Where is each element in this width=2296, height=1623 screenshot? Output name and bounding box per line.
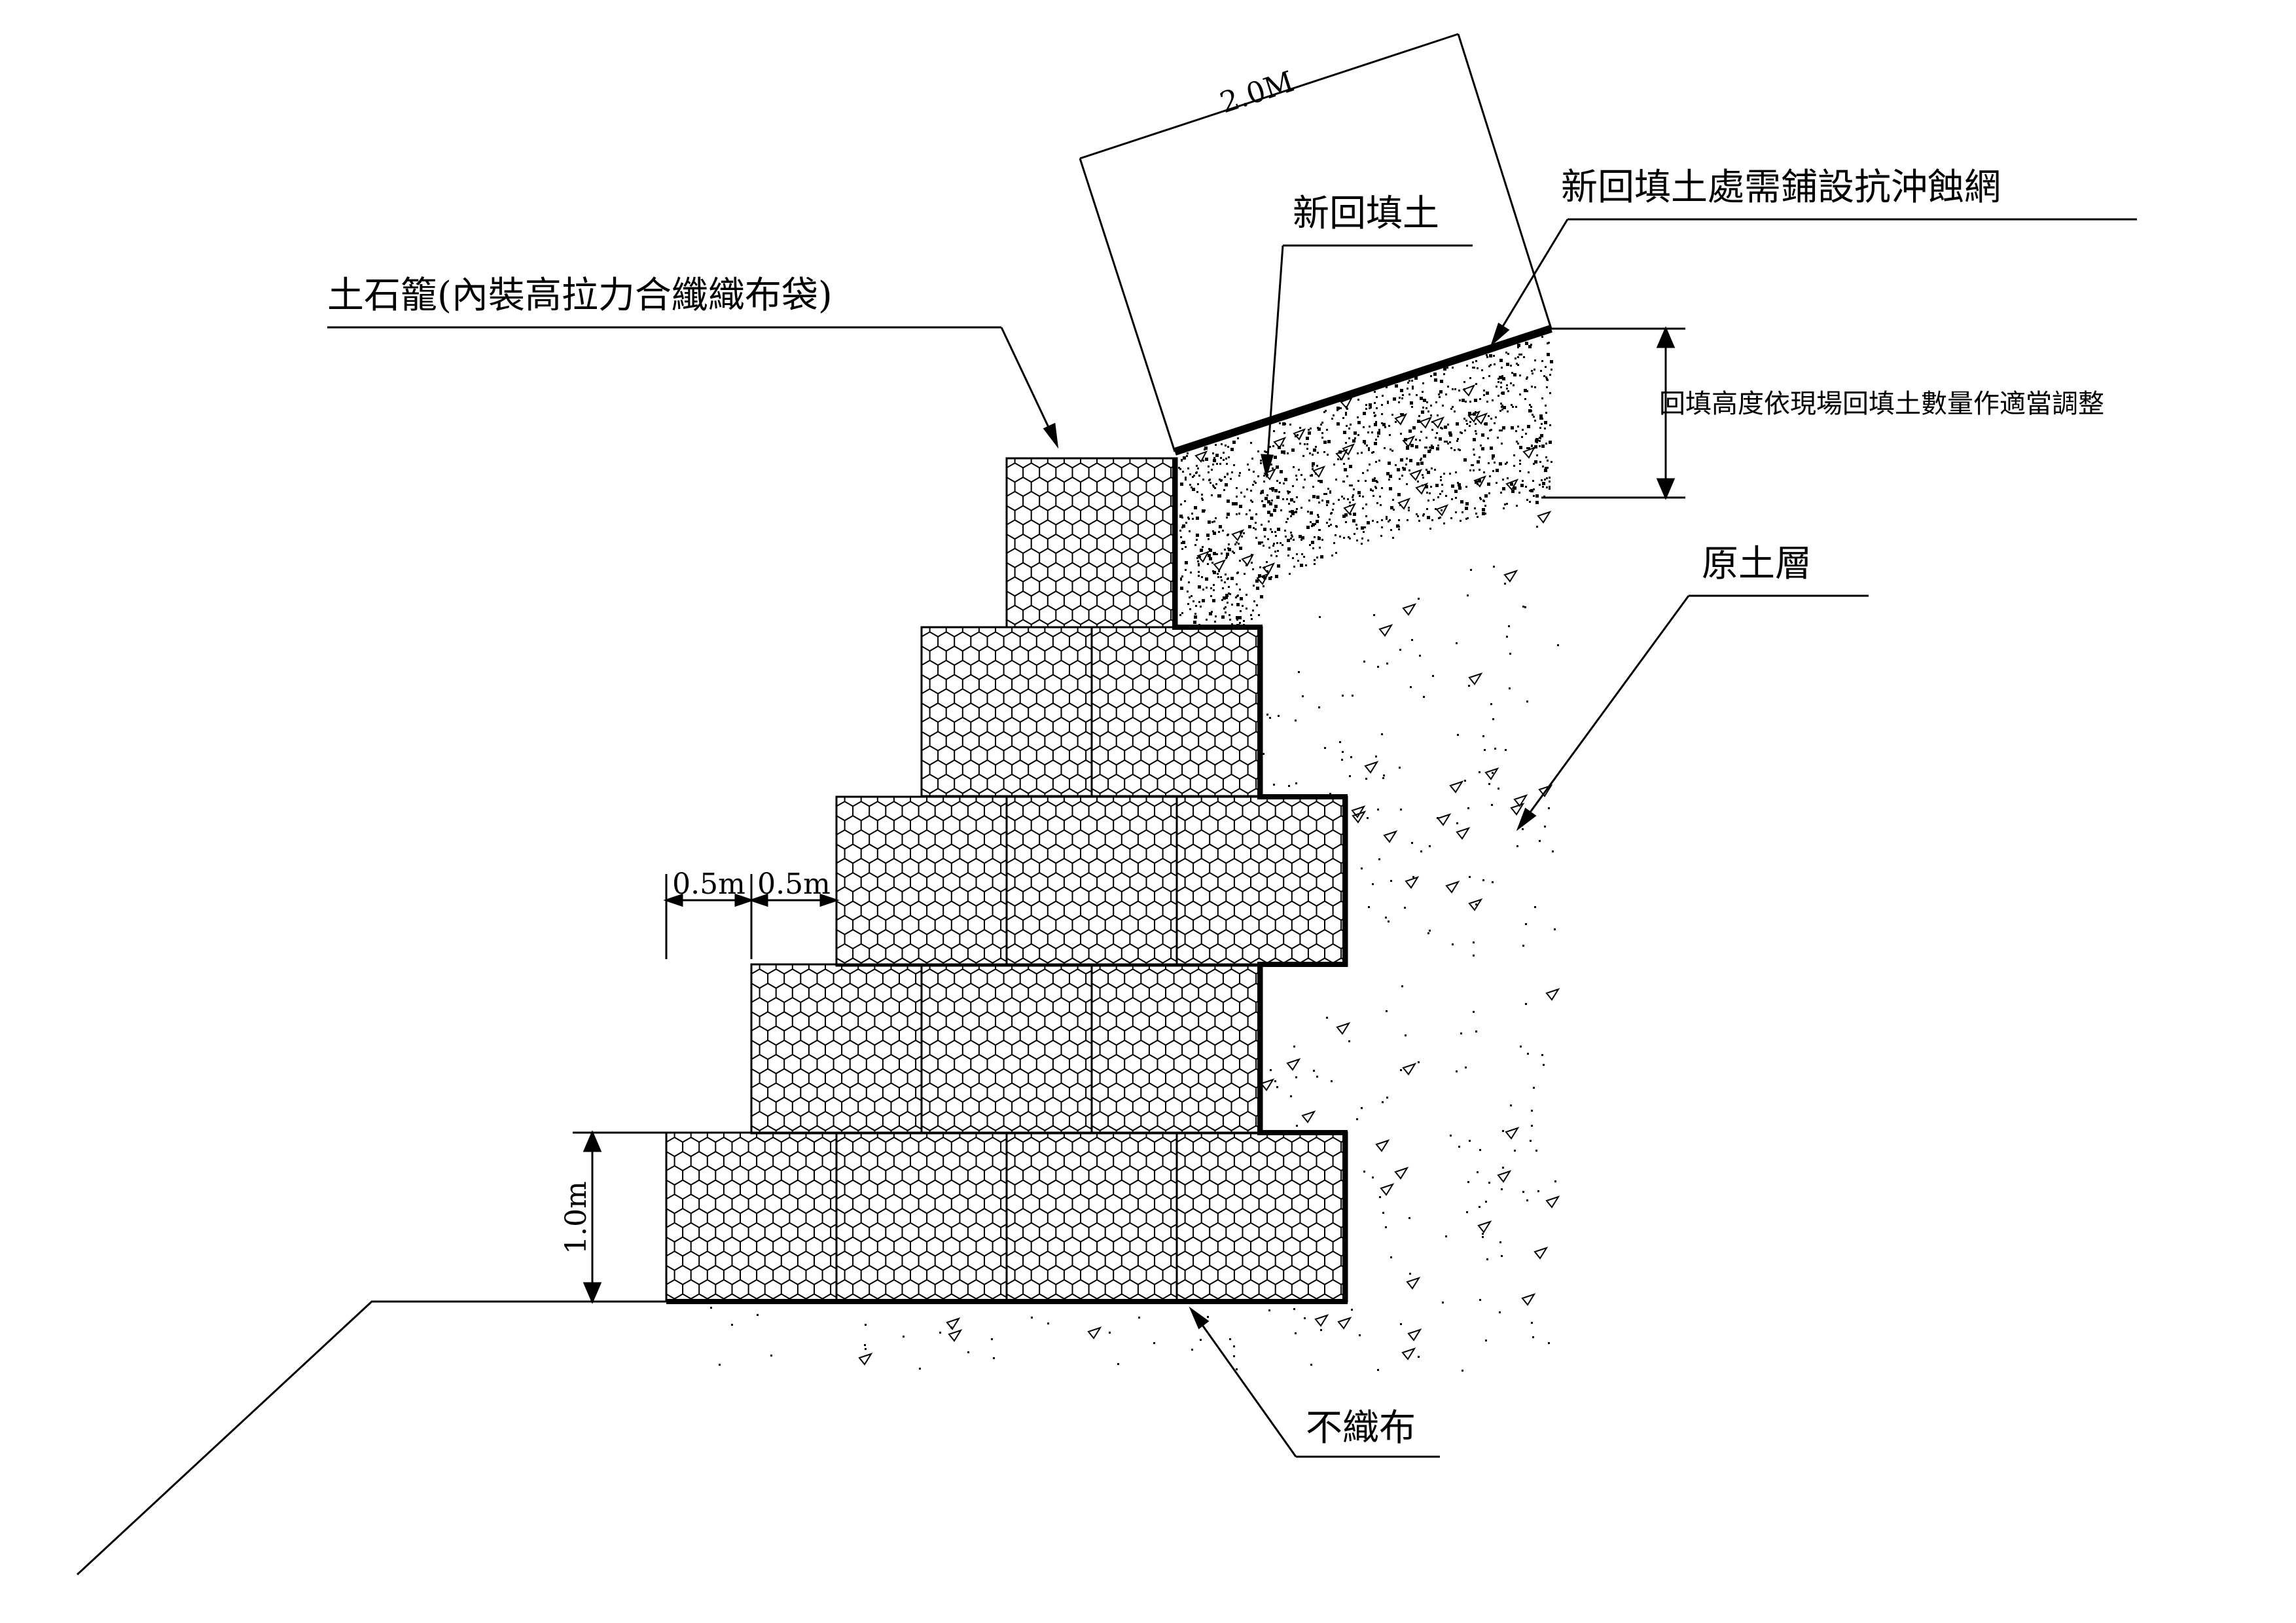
leader-gabion (327, 326, 1059, 449)
geotextile-back-profile (666, 458, 1348, 1304)
ground-line (76, 1300, 666, 1576)
dimension-backfill-height (1541, 326, 1685, 500)
gabion-box (920, 963, 1093, 1135)
erosion-control-net (1174, 325, 1552, 456)
gabion-box (835, 795, 1008, 967)
gabion-box (1175, 1131, 1348, 1303)
gabion-label: 土石籠(內裝高拉力合纖織布袋) (327, 274, 833, 317)
gabion-box (1005, 1131, 1178, 1303)
geotextile-label: 不織布 (1306, 1407, 1416, 1450)
dimension-layer-height (573, 1130, 666, 1304)
offset-label-1: 0.5m (672, 867, 745, 901)
layer-height-label: 1.0m (560, 1181, 593, 1254)
new-backfill-soil (1178, 336, 1553, 629)
gabion-box (1005, 795, 1178, 967)
leader-original-soil (1516, 594, 1869, 831)
leader-erosion-net (1490, 218, 2137, 347)
new-backfill-label: 新回填土 (1293, 192, 1439, 235)
gabion-box (920, 626, 1093, 797)
gabion-box (1090, 963, 1263, 1135)
original-soil-label: 原土層 (1702, 543, 1812, 585)
dimension-slope-length (1079, 33, 1552, 452)
leader-new-backfill (1261, 244, 1473, 479)
gabion-box (835, 1131, 1008, 1303)
gabion-box (1005, 457, 1178, 629)
leader-geotextile (1189, 1306, 1440, 1458)
original-soil-layer (710, 511, 1560, 1372)
dimension-label-2m: 2.0M (1216, 65, 1298, 120)
gabion-box (665, 1131, 838, 1303)
backfill-height-note: 回填高度依現場回填土數量作適當調整 (1659, 389, 2104, 419)
gabion-box (1175, 795, 1348, 967)
gabion-box (750, 963, 923, 1135)
gabion-box (1090, 626, 1263, 797)
erosion-net-label: 新回填土處需鋪設抗沖蝕網 (1561, 166, 2001, 209)
dimension-offsets (663, 874, 840, 964)
offset-label-2: 0.5m (757, 867, 831, 901)
